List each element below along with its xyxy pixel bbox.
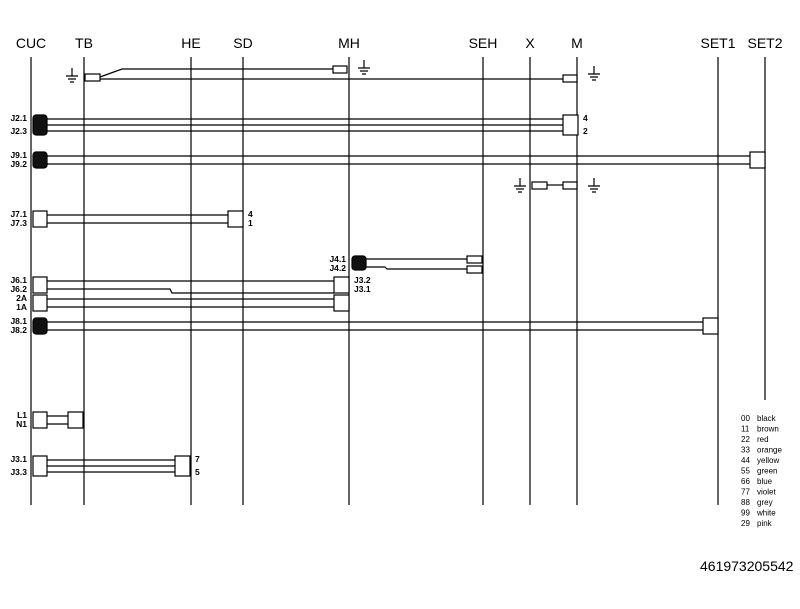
legend-color: brown — [757, 425, 779, 434]
wire-harness-j7 — [32, 210, 244, 228]
end-pin-label: 1 — [248, 218, 253, 228]
legend-color: blue — [757, 477, 773, 486]
cuc-connector-j6 — [32, 276, 48, 294]
pin-label: J8.2 — [10, 325, 27, 335]
end-connector-j3 — [174, 455, 191, 477]
column-header-x: X — [525, 35, 535, 51]
pin-label: J2.3 — [10, 126, 27, 136]
legend-code: 33 — [741, 446, 750, 455]
legend-code: 22 — [741, 435, 750, 444]
legend-color: violet — [757, 488, 776, 497]
cuc-connector-j2 — [32, 114, 48, 136]
wire-harness-j2 — [32, 114, 579, 136]
cuc-connector-j8 — [32, 317, 48, 335]
end-pin-label: 2 — [583, 126, 588, 136]
end-pin-label: 5 — [195, 467, 200, 477]
column-header-cuc: CUC — [16, 35, 46, 51]
column-header-mh: MH — [338, 35, 360, 51]
legend-code: 11 — [741, 425, 750, 434]
column-header-m: M — [571, 35, 583, 51]
legend-code: 88 — [741, 498, 750, 507]
end-pin-label: J3.1 — [354, 284, 371, 294]
column-header-set1: SET1 — [700, 35, 735, 51]
column-header-he: HE — [181, 35, 200, 51]
wire-harness-j8 — [32, 317, 719, 335]
end-pin-label: J3.2 — [354, 275, 371, 285]
cuc-connector-j9 — [32, 151, 48, 169]
end-connector-l — [67, 411, 84, 429]
legend-code: 99 — [741, 509, 750, 518]
wire-harness-j3 — [32, 455, 191, 477]
legend-color: black — [757, 414, 777, 423]
pin-label: J3.1 — [10, 454, 27, 464]
wire-harness-j6 — [32, 276, 350, 294]
end-connector-a — [333, 294, 350, 312]
pin-label: J2.1 — [10, 113, 27, 123]
end-connector-j2 — [562, 114, 579, 136]
m-ground-connector — [562, 74, 578, 83]
legend-code: 44 — [741, 456, 750, 465]
legend-code: 00 — [741, 414, 750, 423]
pin-label: J4.2 — [329, 263, 346, 273]
end-pin-label: 4 — [248, 209, 253, 219]
pin-label: J3.3 — [10, 467, 27, 477]
legend-code: 55 — [741, 467, 750, 476]
pin-label: 2A — [16, 293, 27, 303]
pin-label: J9.1 — [10, 150, 27, 160]
legend-color: grey — [757, 498, 773, 507]
end-connector-j8 — [702, 317, 719, 335]
ground-icon — [66, 68, 78, 83]
end-connector-j6 — [333, 276, 350, 294]
cuc-connector-j7 — [32, 210, 48, 228]
x-wire — [514, 178, 600, 193]
wire-harness-j4 — [351, 255, 483, 274]
pin-label: J6.1 — [10, 275, 27, 285]
ground-icon — [358, 60, 370, 75]
part-number: 461973205542 — [700, 558, 794, 574]
cuc-connector-l — [32, 411, 48, 429]
cuc-connector-j3 — [32, 455, 48, 477]
end-pin-label: 7 — [195, 454, 200, 464]
end-connector-j9 — [749, 151, 766, 169]
pin-label: L1 — [17, 410, 27, 420]
legend-code: 29 — [741, 519, 750, 528]
ground-icon — [514, 178, 526, 193]
legend-color: red — [757, 435, 769, 444]
pin-label: 1A — [16, 302, 27, 312]
legend-color: pink — [757, 519, 773, 528]
wire-harness-a — [32, 294, 350, 312]
column-header-tb: TB — [75, 35, 93, 51]
column-header-sd: SD — [233, 35, 252, 51]
pin-label: J4.1 — [329, 254, 346, 264]
legend-code: 66 — [741, 477, 750, 486]
ground-icon — [588, 178, 600, 193]
pin-label: J9.2 — [10, 159, 27, 169]
cuc-connector-a — [32, 294, 48, 312]
ground-icon — [588, 66, 600, 81]
legend-color: white — [756, 509, 776, 518]
legend-code: 77 — [741, 488, 750, 497]
end-connector-j7 — [227, 210, 244, 228]
pin-label: J8.1 — [10, 316, 27, 326]
mh-ground-connector — [332, 65, 348, 74]
pin-label: J6.2 — [10, 284, 27, 294]
column-header-set2: SET2 — [747, 35, 782, 51]
color-legend: 00 black 11 brown 22 red 33 orange 44 yellow 55 gre… — [741, 414, 782, 528]
legend-color: yellow — [757, 456, 779, 465]
end-pin-label: 4 — [583, 113, 588, 123]
tb-connector — [84, 73, 101, 82]
pin-label: J7.3 — [10, 218, 27, 228]
pin-label: N1 — [16, 419, 27, 429]
column-header-seh: SEH — [469, 35, 498, 51]
pin-label: J7.1 — [10, 209, 27, 219]
legend-color: green — [757, 467, 777, 476]
wire-harness-l — [32, 411, 84, 429]
wire-harness-j9 — [32, 151, 766, 169]
ground-wires — [66, 60, 600, 83]
legend-color: orange — [757, 446, 782, 455]
